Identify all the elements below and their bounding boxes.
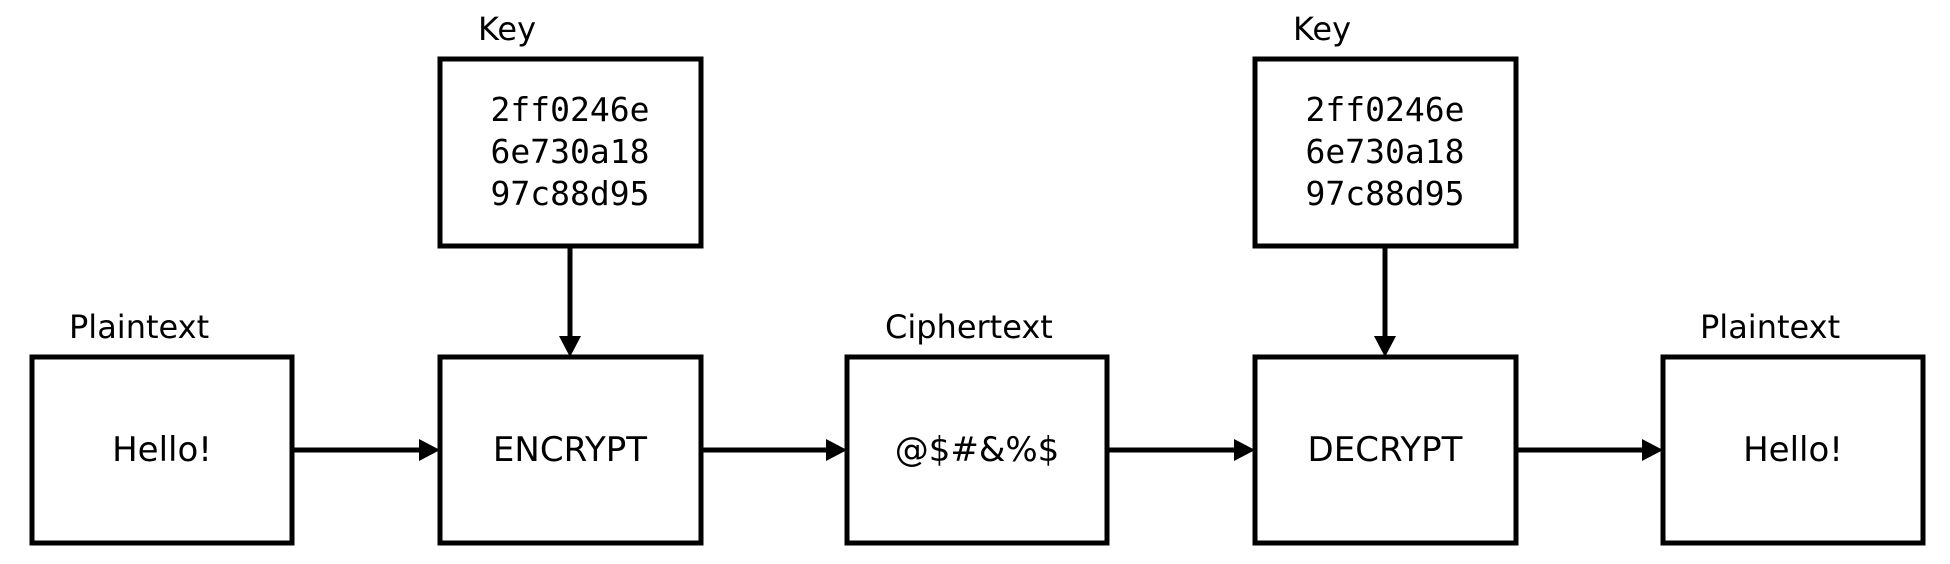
encrypt-text: ENCRYPT	[493, 430, 647, 470]
key-encrypt-group: Key 2ff0246e 6e730a18 97c88d95	[437, 10, 704, 249]
key-decrypt-group: Key 2ff0246e 6e730a18 97c88d95	[1252, 10, 1519, 249]
ciphertext-box	[844, 354, 1110, 546]
arrow-key-to-decrypt	[1374, 246, 1396, 357]
decrypt-text: DECRYPT	[1308, 430, 1463, 470]
arrow-encrypt-to-ciphertext	[701, 439, 847, 461]
key-encrypt-line-2: 6e730a18	[491, 132, 650, 171]
plaintext-in-label: Plaintext	[69, 308, 209, 346]
plaintext-out-group: Plaintext Hello!	[1660, 308, 1926, 546]
key-encrypt-line-1: 2ff0246e	[491, 90, 650, 129]
plaintext-in-text: Hello!	[112, 430, 212, 470]
plaintext-out-box	[1660, 354, 1926, 546]
plaintext-in-box	[29, 354, 295, 546]
arrow-decrypt-to-plaintext	[1516, 439, 1663, 461]
ciphertext-label: Ciphertext	[885, 308, 1053, 346]
plaintext-out-label: Plaintext	[1700, 308, 1840, 346]
ciphertext-text: @$#&%$	[895, 430, 1060, 470]
plaintext-in-group: Plaintext Hello!	[29, 308, 295, 546]
key-encrypt-label: Key	[478, 10, 536, 48]
key-decrypt-line-1: 2ff0246e	[1306, 90, 1465, 129]
key-decrypt-box	[1252, 56, 1519, 249]
key-encrypt-box	[437, 56, 704, 249]
key-decrypt-line-2: 6e730a18	[1306, 132, 1465, 171]
decrypt-group: DECRYPT	[1252, 354, 1519, 546]
key-decrypt-line-3: 97c88d95	[1306, 174, 1465, 213]
key-decrypt-label: Key	[1293, 10, 1351, 48]
key-encrypt-line-3: 97c88d95	[491, 174, 650, 213]
encrypt-group: ENCRYPT	[437, 354, 704, 546]
plaintext-out-text: Hello!	[1743, 430, 1843, 470]
arrow-ciphertext-to-decrypt	[1107, 439, 1255, 461]
arrow-plaintext-to-encrypt	[292, 439, 440, 461]
arrow-key-to-encrypt	[559, 246, 581, 357]
ciphertext-group: Ciphertext @$#&%$	[844, 308, 1110, 546]
